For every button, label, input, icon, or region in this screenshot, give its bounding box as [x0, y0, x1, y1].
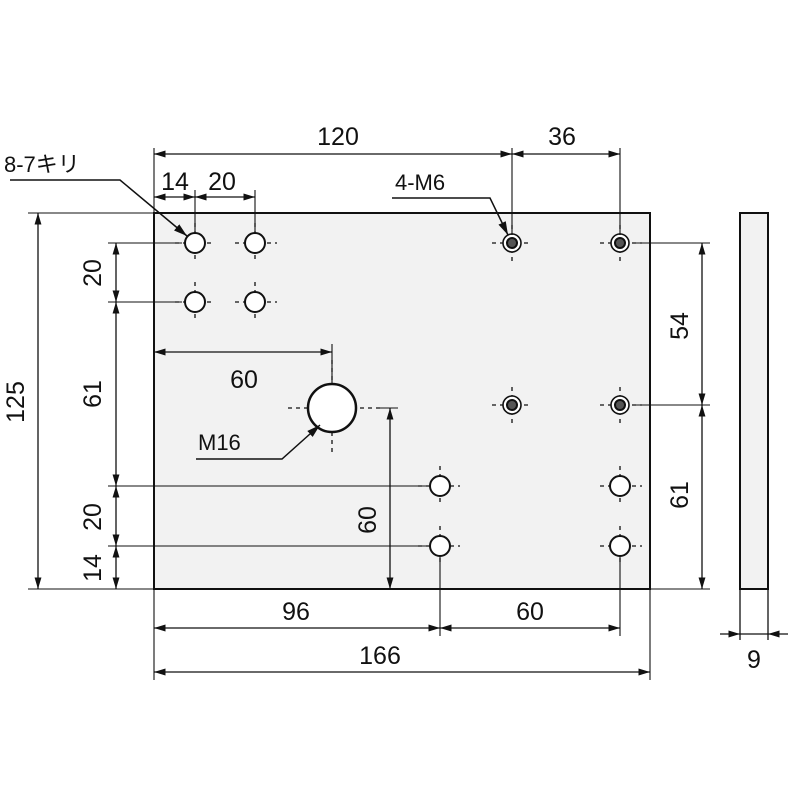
drill-callout-leader	[10, 179, 188, 237]
dim-36-label: 36	[548, 123, 576, 151]
dim-61-left-label: 61	[79, 380, 107, 408]
dim-14-top-label: 14	[161, 168, 189, 196]
dim-61-right-label: 61	[666, 481, 694, 509]
drill-hole	[244, 291, 266, 313]
dim-60-vertical-label: 60	[354, 506, 382, 534]
drill-hole	[244, 232, 266, 254]
dim-166-label: 166	[359, 642, 401, 670]
plate-side-view	[739, 212, 769, 590]
drill-hole	[429, 535, 451, 557]
tap-callout-leader	[392, 197, 509, 236]
dim-60-horizontal-label: 60	[230, 366, 258, 394]
m16-callout-leader	[196, 424, 321, 460]
drill-hole	[609, 535, 631, 557]
drill-hole	[429, 475, 451, 497]
tap-callout-label: 4-M6	[395, 170, 445, 195]
dim-54-right-label: 54	[666, 312, 694, 340]
dim-96-label: 96	[282, 598, 310, 626]
drill-hole-group-top-left	[175, 223, 277, 322]
dim-20-left-bottom-label: 20	[79, 503, 107, 531]
drill-hole	[184, 232, 206, 254]
drill-hole	[609, 475, 631, 497]
dim-125-label: 125	[2, 381, 30, 423]
drill-hole	[184, 291, 206, 313]
dim-60-bottom-label: 60	[516, 598, 544, 626]
dim-120-label: 120	[317, 123, 359, 151]
dim-9-label: 9	[747, 646, 761, 674]
dim-20-top-label: 20	[208, 168, 236, 196]
dim-14-left-label: 14	[79, 554, 107, 582]
dim-20-left-top-label: 20	[79, 259, 107, 287]
drill-callout-label: 8-7キリ	[4, 152, 80, 177]
plate-top-view	[153, 212, 651, 590]
drill-hole-group-bottom	[418, 466, 642, 566]
m16-callout-label: M16	[198, 430, 241, 455]
